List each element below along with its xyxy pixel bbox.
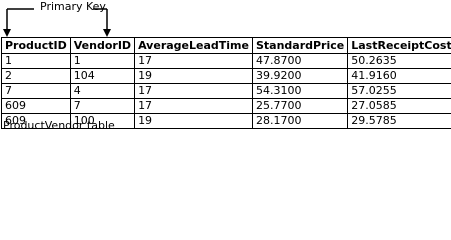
table-cell: 104 xyxy=(69,68,136,84)
table-cell: 19 xyxy=(134,113,253,129)
table-cell: 17 xyxy=(134,83,253,99)
table-cell: 1 xyxy=(69,53,136,69)
column-header: ProductID xyxy=(1,37,71,54)
column-header: LastReceiptCost xyxy=(347,37,451,54)
table-row: 609 7 17 25.7700 27.0585 xyxy=(1,98,451,114)
table-cell: 29.5785 xyxy=(347,113,451,129)
table-cell: 4 xyxy=(69,83,136,99)
table-row: 1 1 17 47.8700 50.2635 xyxy=(1,53,451,69)
column-header: VendorID xyxy=(69,37,136,54)
table-cell: 27.0585 xyxy=(347,98,451,114)
primary-key-bracket xyxy=(3,8,111,37)
header-row: ProductID VendorID AverageLeadTime Stand… xyxy=(1,37,451,54)
table-cell: 47.8700 xyxy=(251,53,349,69)
table-caption: ProductVendor table xyxy=(3,119,115,132)
primary-key-label: Primary Key xyxy=(40,0,106,13)
table-cell: 25.7700 xyxy=(251,98,349,114)
arrow-down-icon xyxy=(3,29,11,37)
column-header: AverageLeadTime xyxy=(134,37,253,54)
table-cell: 41.9160 xyxy=(347,68,451,84)
table-cell: 54.3100 xyxy=(251,83,349,99)
table-cell: 100 xyxy=(69,113,136,129)
table-cell: 17 xyxy=(134,53,253,69)
table-cell: 2 xyxy=(1,68,71,84)
product-vendor-table: ProductID VendorID AverageLeadTime Stand… xyxy=(1,37,451,129)
table-row: 7 4 17 54.3100 57.0255 xyxy=(1,83,451,99)
table-row: 609 100 19 28.1700 29.5785 xyxy=(1,113,451,129)
arrow-down-icon xyxy=(103,29,111,37)
table-cell: 28.1700 xyxy=(251,113,349,129)
table-cell: 609 xyxy=(1,98,71,114)
table-cell: 50.2635 xyxy=(347,53,451,69)
table-cell: 17 xyxy=(134,98,253,114)
table-cell: 7 xyxy=(1,83,71,99)
table-cell: 609 xyxy=(1,113,71,129)
table-cell: 57.0255 xyxy=(347,83,451,99)
table-cell: 19 xyxy=(134,68,253,84)
table-cell: 7 xyxy=(69,98,136,114)
primary-key-connector xyxy=(6,8,108,31)
table-cell: 1 xyxy=(1,53,71,69)
table-row: 2 104 19 39.9200 41.9160 xyxy=(1,68,451,84)
table-cell: 39.9200 xyxy=(251,68,349,84)
column-header: StandardPrice xyxy=(251,37,349,54)
